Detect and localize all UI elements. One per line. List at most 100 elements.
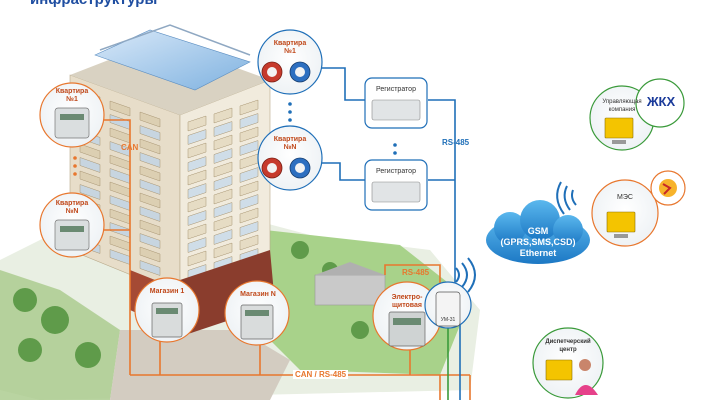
building-window (213, 175, 233, 191)
label-line: центр (559, 347, 577, 353)
label-line: Квартира (273, 136, 307, 143)
label-line: Электро- (391, 294, 423, 301)
shop-1-meter (134, 277, 200, 343)
building-window (213, 215, 233, 232)
building-window (239, 221, 259, 237)
page-title: инфраструктуры (30, 0, 157, 8)
building-window (139, 138, 161, 155)
management-company-node (589, 78, 685, 151)
building-window (139, 111, 161, 128)
building-window (187, 142, 207, 159)
registrator-top-box (364, 77, 428, 129)
building-window (109, 100, 131, 117)
registrator-bottom-label: Регистратор (376, 168, 416, 175)
building-window (187, 156, 207, 172)
building-window (139, 179, 161, 195)
label-elec-apartment-n: Квартира №N (48, 200, 96, 216)
label-line: Квартира (55, 200, 89, 207)
modem-device (424, 281, 472, 329)
electrical-panel (372, 281, 442, 351)
label-line: №1 (66, 96, 78, 103)
building-window (187, 223, 207, 240)
gsm-line: (GPRS,SMS,CSD) (500, 237, 576, 247)
building-window (239, 194, 259, 210)
building-window (79, 143, 101, 160)
shop-n-meter (224, 280, 290, 346)
building-window (239, 113, 259, 129)
management-company-label: Управляющая компания (594, 98, 650, 114)
label-elec-apartment-1: Квартира №1 (48, 88, 96, 104)
building-window (213, 121, 233, 137)
panel-label: Электро- щитовая (380, 294, 434, 310)
label-line: №N (283, 144, 297, 151)
zhkh-logo-text: ЖКХ (646, 94, 676, 109)
building-window (187, 115, 207, 132)
building-window (139, 219, 161, 236)
building-window (79, 170, 101, 187)
label-line: №N (65, 208, 79, 215)
building-window (187, 183, 207, 199)
water-meter-apartment-n (257, 125, 323, 191)
label-line: Управляющая (602, 99, 642, 105)
shop-n-label: Магазин N (240, 291, 276, 298)
mes-node (591, 170, 686, 247)
rs485-right-label: RS-485 (442, 138, 470, 147)
can-bus-wiring (97, 119, 471, 400)
gsm-line: GSM (527, 226, 549, 236)
building-window (239, 140, 259, 156)
label-line: №1 (284, 48, 296, 55)
building-window (139, 165, 161, 182)
building-window (187, 250, 207, 267)
building-window (213, 148, 233, 164)
label-line: Диспетчерский (545, 339, 591, 345)
building-window (239, 167, 259, 183)
label-water-apartment-n: Квартира №N (261, 136, 319, 152)
building-window (239, 99, 259, 116)
can-bus-label: CAN (121, 143, 139, 152)
rs485-panel-label: RS-485 (402, 268, 430, 277)
label-line: Квартира (55, 88, 89, 95)
building-window (213, 161, 233, 178)
building-window (187, 196, 207, 213)
building-window (213, 188, 233, 205)
electric-meter-apartment-1 (39, 82, 105, 148)
building-window (139, 206, 161, 222)
registrator-bottom-box (364, 159, 428, 211)
building-window (213, 107, 233, 124)
building-window (187, 129, 207, 145)
building-window (139, 192, 161, 209)
wireless-signal-icon (455, 181, 577, 293)
can-rs485-bottom-label: CAN / RS-485 (293, 370, 349, 379)
gsm-line: Ethernet (519, 248, 557, 258)
building-window (213, 202, 233, 218)
building-window (79, 157, 101, 173)
modem-label: УМ-31 (440, 317, 456, 323)
dispatch-center-node (532, 327, 604, 399)
shop-1-label: Магазин 1 (149, 288, 185, 295)
building-window (139, 125, 161, 141)
gsm-network-label: GSM (GPRS,SMS,CSD) Ethernet (490, 226, 586, 259)
building-window (239, 126, 259, 143)
building-window (139, 152, 161, 168)
label-water-apartment-1: Квартира №1 (261, 40, 319, 56)
building-window (187, 237, 207, 253)
building-window (239, 207, 259, 224)
rs485-bus-wiring (318, 67, 461, 400)
gsm-cloud-shape (486, 200, 590, 264)
label-line: щитовая (391, 302, 422, 309)
label-line: Квартира (273, 40, 307, 47)
ellipsis-dots (288, 102, 397, 155)
building-window (187, 210, 207, 226)
building-window (213, 229, 233, 245)
building-window (187, 169, 207, 186)
building-window (213, 242, 233, 259)
building-window (239, 180, 259, 197)
dispatch-center-label: Диспетчерский центр (538, 338, 598, 354)
label-line: компания (608, 107, 636, 113)
registrator-top-label: Регистратор (376, 86, 416, 93)
building-window (139, 260, 161, 276)
building-window (79, 184, 101, 200)
building-window (213, 134, 233, 151)
